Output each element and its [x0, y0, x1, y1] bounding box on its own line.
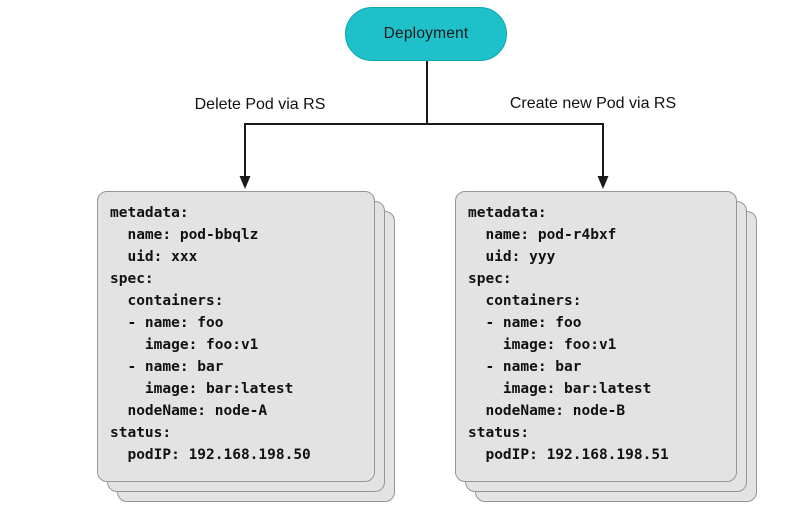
deployment-node-label: Deployment — [383, 25, 469, 42]
edge-label-delete-pod: Delete Pod via RS — [194, 96, 326, 113]
pod-card-left: metadata: name: pod-bbqlz uid: xxx spec:… — [97, 191, 375, 482]
deployment-node: Deployment — [345, 7, 507, 61]
arrowhead-down-icon — [239, 176, 251, 189]
pod-yaml-left: metadata: name: pod-bbqlz uid: xxx spec:… — [110, 205, 311, 463]
pod-yaml-right: metadata: name: pod-r4bxf uid: yyy spec:… — [468, 205, 669, 463]
arrowhead-down-icon — [597, 176, 609, 189]
pod-card-stack-left: metadata: name: pod-bbqlz uid: xxx spec:… — [97, 191, 395, 502]
edge-label-create-pod: Create new Pod via RS — [509, 95, 677, 112]
pod-card-stack-right: metadata: name: pod-r4bxf uid: yyy spec:… — [455, 191, 757, 502]
pod-card-right: metadata: name: pod-r4bxf uid: yyy spec:… — [455, 191, 737, 482]
